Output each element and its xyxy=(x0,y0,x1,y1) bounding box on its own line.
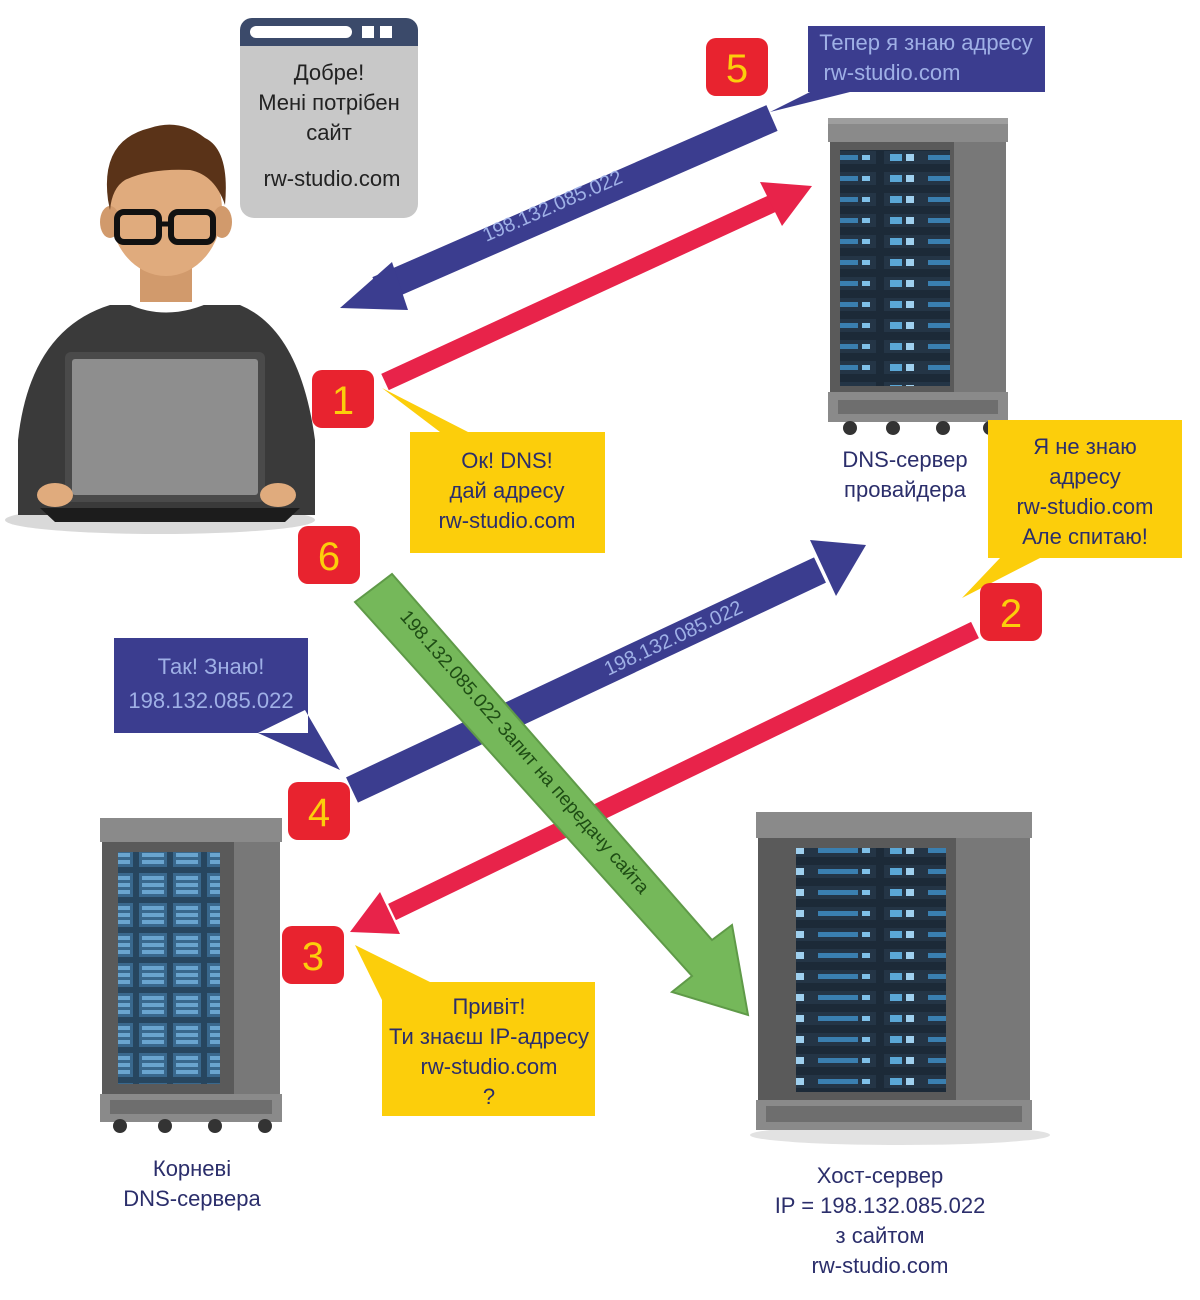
window-button-icon xyxy=(362,26,374,38)
step-badge-3: 3 xyxy=(282,926,344,984)
step-number: 5 xyxy=(726,47,748,91)
address-bar xyxy=(250,26,352,38)
window-line-2: Мені потрібен xyxy=(258,90,400,115)
provider-dns-server xyxy=(828,118,1008,435)
window-line-1: Добре! xyxy=(294,60,365,85)
bubble-step5-line: Тепер я знаю адресу xyxy=(819,30,1033,55)
user-hand-left xyxy=(37,483,73,507)
step-number: 1 xyxy=(332,379,354,423)
step-number: 4 xyxy=(308,791,330,835)
provider-server-label-2: провайдера xyxy=(844,477,967,502)
arrow-user-to-provider xyxy=(381,182,812,391)
bubble-step3-line: Привіт! xyxy=(452,994,525,1019)
bubble-step2-line: Я не знаю xyxy=(1033,434,1136,459)
user-illustration xyxy=(5,124,315,534)
laptop-base xyxy=(40,508,300,522)
host-server-label-2: IP = 198.132.085.022 xyxy=(775,1193,986,1218)
step-badge-2: 2 xyxy=(980,583,1042,641)
step-badge-1: 1 xyxy=(312,370,374,428)
window-line-3: сайт xyxy=(306,120,352,145)
ip-label-middle: 198.132.085.022 xyxy=(601,597,746,681)
user-ear-right xyxy=(212,206,232,238)
user-hand-right xyxy=(260,483,296,507)
window-line-4: rw-studio.com xyxy=(264,166,401,191)
host-server-label-1: Хост-сервер xyxy=(817,1163,943,1188)
laptop-screen xyxy=(72,359,258,495)
bubble-step4-line: Так! Знаю! xyxy=(158,654,265,679)
host-server-label-4: rw-studio.com xyxy=(812,1253,949,1278)
root-server-label-1: Корневі xyxy=(153,1156,231,1181)
bubble-step1-line: rw-studio.com xyxy=(439,508,576,533)
bubble-step1-line: Ок! DNS! xyxy=(461,448,553,473)
step-number: 6 xyxy=(318,535,340,579)
bubble-step2-line: адресу xyxy=(1049,464,1121,489)
provider-server-label-1: DNS-сервер xyxy=(842,447,967,472)
bubble-step4-line: 198.132.085.022 xyxy=(128,688,293,713)
host-server-label-3: з сайтом xyxy=(836,1223,925,1248)
step-badge-6: 6 xyxy=(298,526,360,584)
bubble-step3-line: rw-studio.com xyxy=(421,1054,558,1079)
bubble-step5: Тепер я знаю адресу rw-studio.com xyxy=(770,26,1045,112)
bubble-step3: Привіт! Ти знаєш IP-адресу rw-studio.com… xyxy=(355,945,595,1116)
bubble-step1: Ок! DNS! дай адресу rw-studio.com xyxy=(382,388,605,553)
step-badge-4: 4 xyxy=(288,782,350,840)
bubble-step2-line: rw-studio.com xyxy=(1017,494,1154,519)
root-dns-server xyxy=(100,818,282,1133)
bubble-step3-line: Ти знаєш IP-адресу xyxy=(389,1024,589,1049)
bubble-step3-line: ? xyxy=(483,1084,495,1109)
window-button-icon xyxy=(380,26,392,38)
browser-window-bubble: Добре! Мені потрібен сайт rw-studio.com xyxy=(240,18,418,218)
bubble-step4: Так! Знаю! 198.132.085.022 xyxy=(114,638,340,770)
root-server-label-2: DNS-сервера xyxy=(123,1186,261,1211)
bubble-step2-line: Але спитаю! xyxy=(1022,524,1148,549)
user-hair xyxy=(106,124,226,210)
host-server xyxy=(750,812,1050,1145)
glasses-icon xyxy=(114,209,216,245)
step-number: 3 xyxy=(302,935,324,979)
step-badge-5: 5 xyxy=(706,38,768,96)
step-number: 2 xyxy=(1000,592,1022,636)
bubble-step5-line: rw-studio.com xyxy=(824,60,961,85)
bubble-step2: Я не знаю адресу rw-studio.com Але спита… xyxy=(962,420,1182,598)
arrow-provider-to-root xyxy=(350,621,979,934)
bubble-step1-line: дай адресу xyxy=(449,478,564,503)
